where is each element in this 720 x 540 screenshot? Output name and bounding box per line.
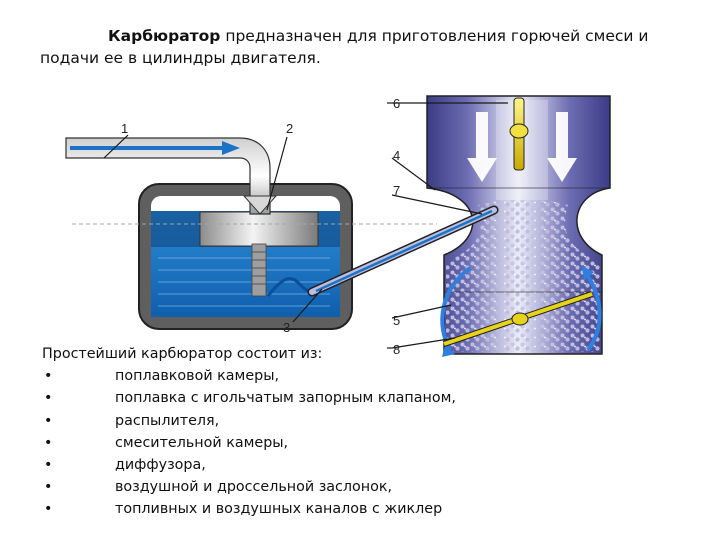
callout-8: 8	[393, 342, 400, 357]
list-item-text: поплавковой камеры,	[115, 368, 280, 385]
list-item-text: топливных и воздушных каналов с жиклер	[115, 501, 443, 518]
bullet: •	[44, 479, 53, 496]
callout-4: 4	[393, 148, 400, 163]
list-item: • диффузора,	[42, 454, 502, 476]
airflow-arrows	[467, 112, 577, 182]
list-item: • поплавка с игольчатым запорным клапаном…	[42, 387, 502, 409]
arrow-right-icon	[222, 141, 240, 155]
callout-5: 5	[393, 313, 400, 328]
callout-2: 2	[286, 121, 293, 136]
fuel-inlet-pipe	[65, 137, 278, 215]
fuel-air-mixture	[446, 199, 600, 352]
bullet: •	[44, 434, 53, 451]
list-item: • воздушной и дроссельной заслонок,	[42, 476, 502, 498]
callout-6: 6	[393, 96, 400, 111]
composition-list: • поплавковой камеры, • поплавка с игольча…	[42, 365, 502, 520]
list-item-text: диффузора,	[115, 457, 206, 474]
list-item-text: воздушной и дроссельной заслонок,	[115, 479, 393, 496]
bullet: •	[44, 368, 53, 385]
list-item: • поплавковой камеры,	[42, 365, 502, 387]
composition-heading: Простейший карбюратор состоит из:	[42, 346, 323, 362]
float-chamber	[138, 183, 353, 330]
callout-7: 7	[393, 183, 400, 198]
sprayer-tube	[307, 205, 499, 297]
callout-1: 1	[121, 121, 128, 136]
bullet: •	[44, 390, 53, 407]
list-item: • топливных и воздушных каналов с жиклер	[42, 498, 502, 520]
intro-text: предназначен для приготовления горючей с…	[40, 27, 649, 67]
intro-term: Карбюратор	[108, 27, 221, 45]
list-item: • распылителя,	[42, 410, 502, 432]
list-item-text: поплавка с игольчатым запорным клапаном,	[115, 390, 456, 407]
intro-paragraph: Карбюратор предназначен для приготовлени…	[40, 25, 680, 69]
bullet: •	[44, 501, 53, 518]
callout-3: 3	[283, 320, 290, 335]
list-item: • смесительной камеры,	[42, 432, 502, 454]
list-item-text: смесительной камеры,	[115, 434, 289, 451]
list-item-text: распылителя,	[115, 412, 220, 429]
arrow-down-icon	[467, 112, 497, 182]
float	[199, 211, 319, 247]
bullet: •	[44, 457, 53, 474]
air-damper	[509, 97, 529, 171]
needle-valve	[251, 243, 267, 297]
arrow-down-icon	[547, 112, 577, 182]
composition-section: Простейший карбюратор состоит из: • попла…	[42, 343, 502, 521]
throttle-damper	[443, 291, 593, 347]
bullet: •	[44, 412, 53, 429]
